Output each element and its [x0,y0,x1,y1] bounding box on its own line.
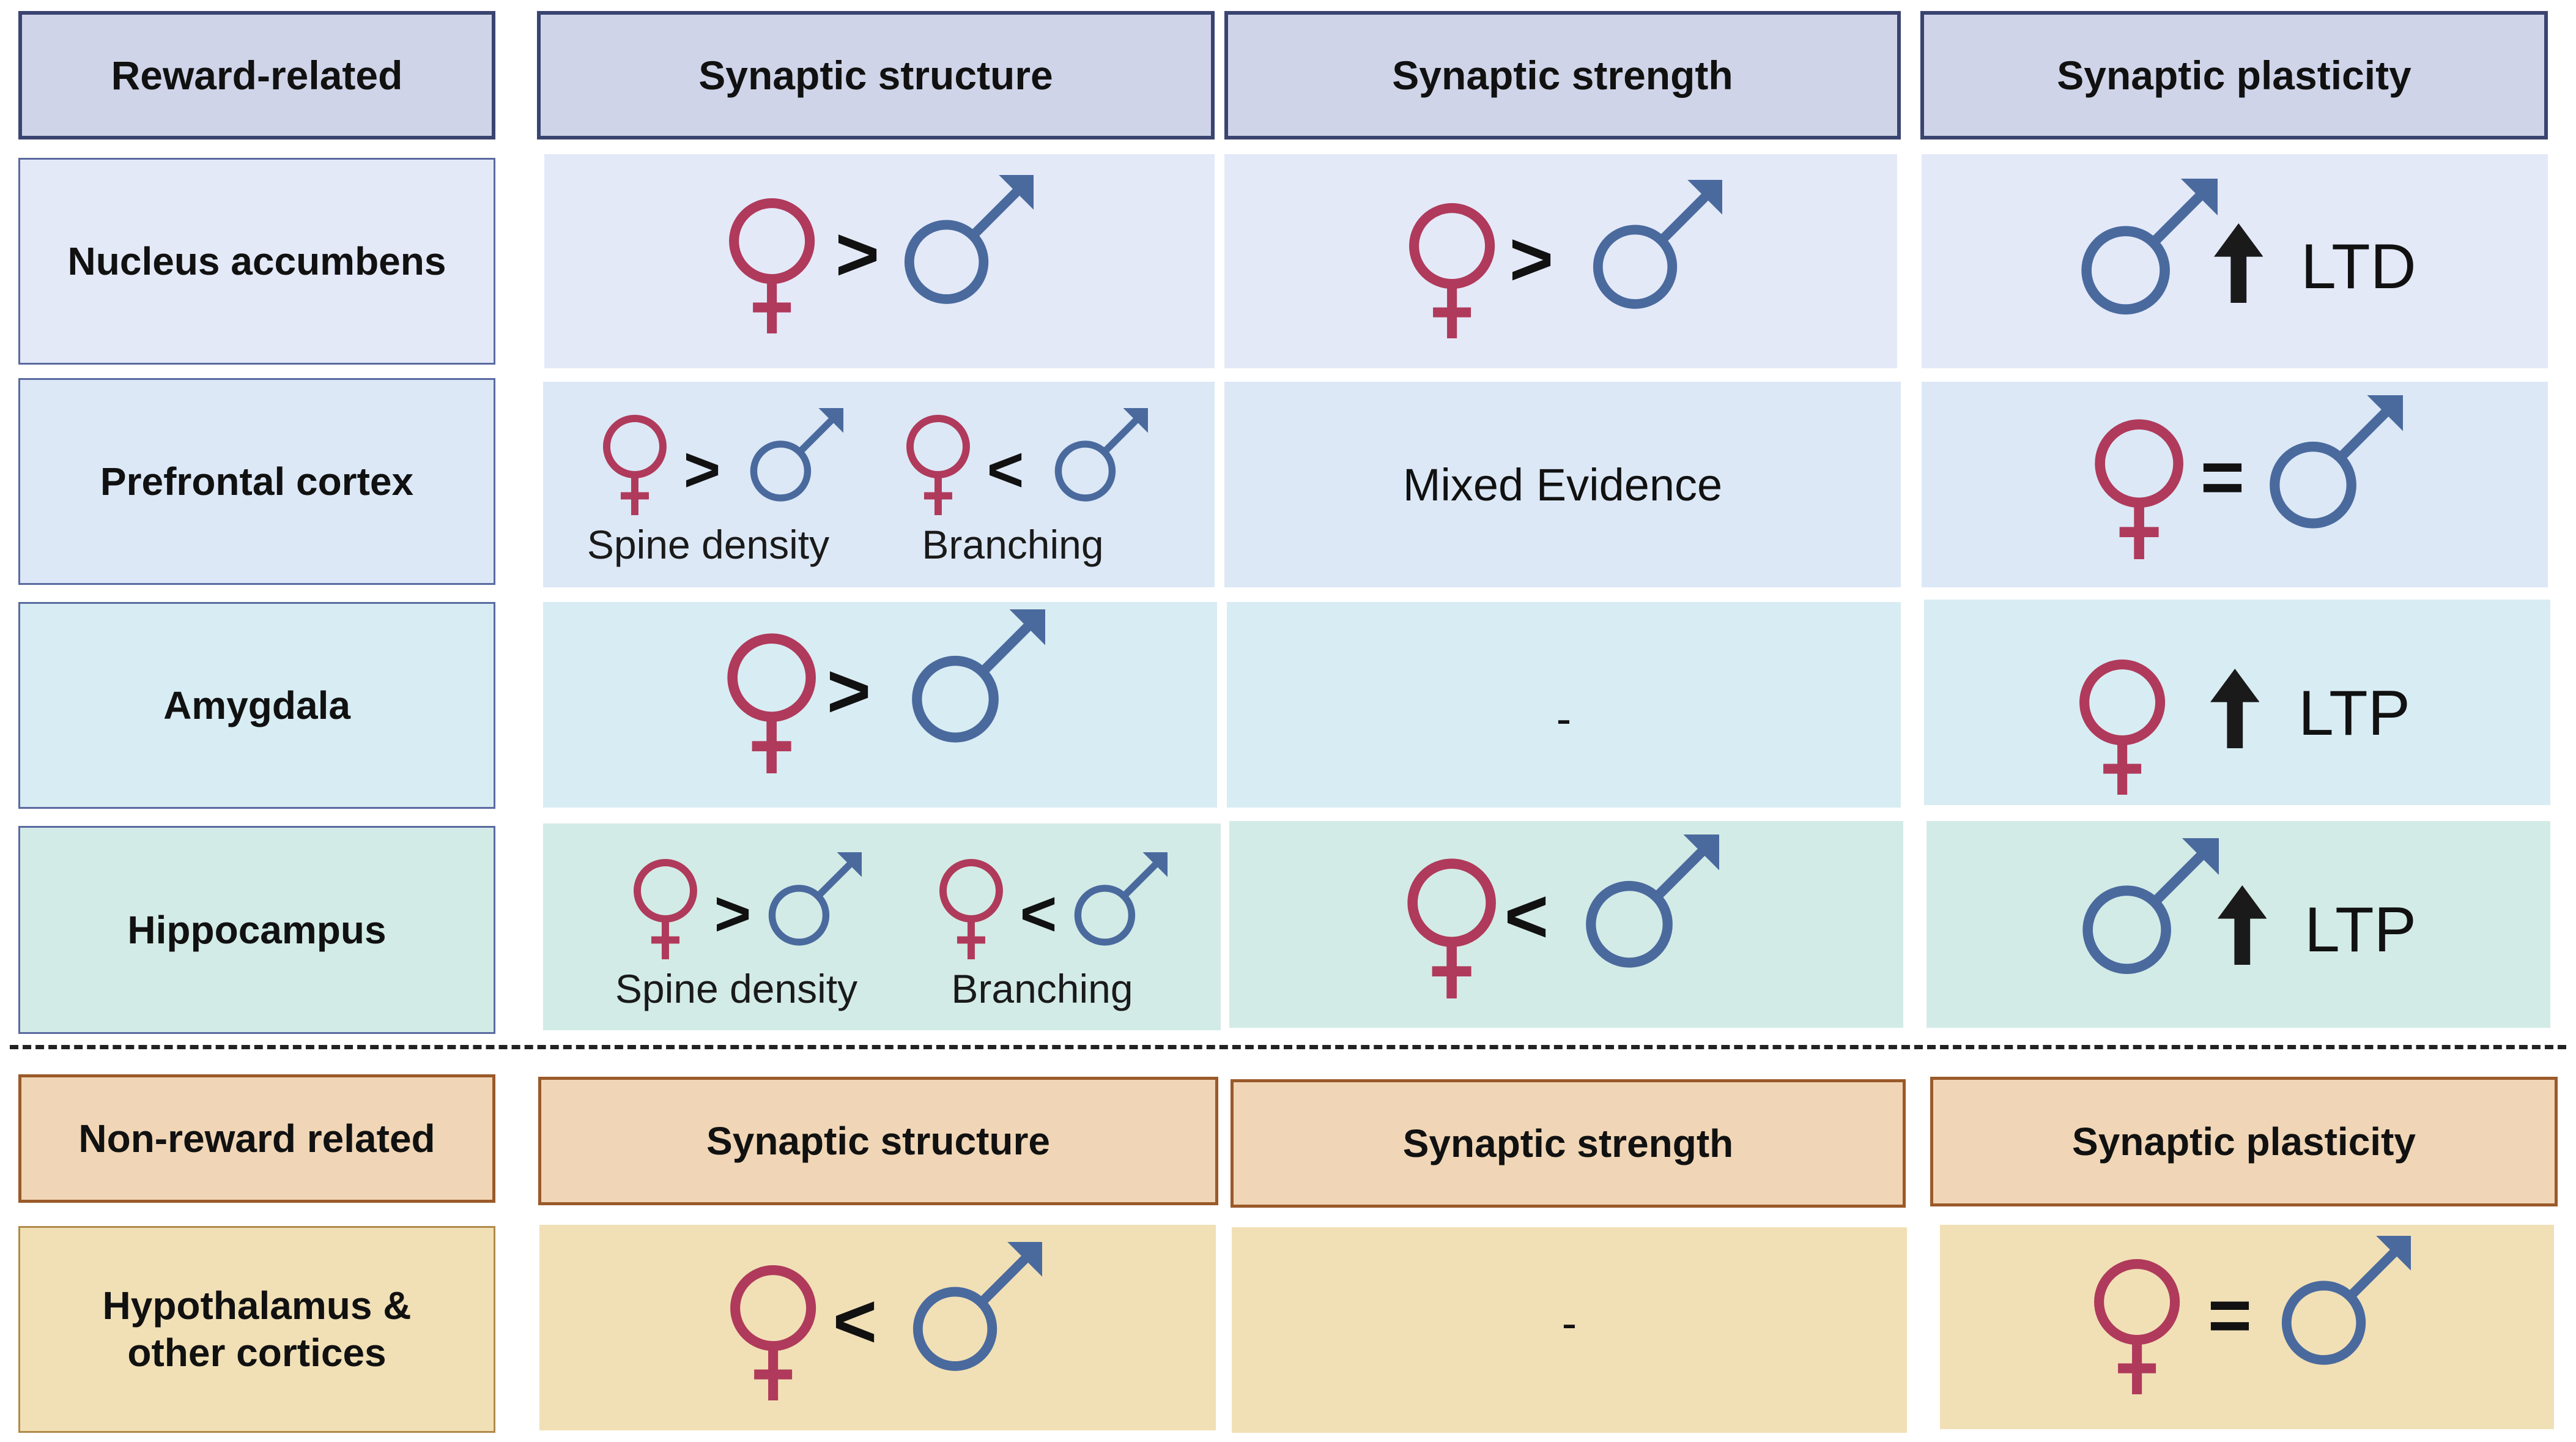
female-symbol-icon [2079,659,2166,795]
male-symbol-icon [768,852,862,946]
up-arrow-icon [2210,669,2260,748]
comparison-operator: < [986,434,1024,505]
row-header-hypothalamus-text: Hypothalamus & other cortices [102,1284,412,1375]
comparison-operator: > [835,212,880,297]
row-header-hypothalamus: Hypothalamus & other cortices [18,1226,495,1433]
comparison-operator: = [2200,435,2245,520]
col-header-synaptic-structure-text: Synaptic structure [698,53,1053,98]
male-symbol-icon [750,408,843,502]
comparison-operator: > [683,434,721,505]
nr-col-header-synaptic-strength: Synaptic strength [1231,1079,1906,1208]
row-header-amygdala: Amygdala [18,602,495,809]
hypothalamus-structure-cell [539,1225,1216,1430]
comparison-operator: > [714,879,752,950]
hippocampus-structure-cell [543,823,1221,1030]
comparison-label: Branching [922,522,1104,567]
comparison-operator: < [1020,879,1057,950]
male-symbol-icon [905,174,1034,304]
hypothalamus-plasticity-cell [1940,1225,2554,1429]
female-symbol-icon [728,198,815,334]
prefrontal-strength-text: Mixed Evidence [1402,459,1723,510]
female-symbol-icon [2095,419,2184,560]
comparison-operator: < [832,1279,878,1364]
male-symbol-icon [1054,408,1148,502]
female-symbol-icon [634,859,697,960]
male-symbol-icon [2270,395,2403,529]
amygdala-structure-cell [543,602,1217,808]
row-header-hippocampus: Hippocampus [18,826,495,1034]
comparison-label: Spine density [587,522,830,567]
female-symbol-icon [603,415,667,516]
hippocampus-strength-cell [1229,821,1903,1028]
male-symbol-icon [1586,834,1719,968]
nucleus-structure-cell [544,154,1215,368]
prefrontal-strength-cell: Mixed Evidence [1224,382,1901,587]
row-header-hippocampus-text: Hippocampus [127,907,387,952]
male-symbol-icon [2082,838,2219,975]
male-symbol-icon [1074,852,1168,946]
comparison-operator: > [826,649,872,734]
row-header-nucleus-accumbens-text: Nucleus accumbens [67,239,446,283]
prefrontal-plasticity-cell [1922,382,2548,587]
plasticity-label: LTP [2304,894,2417,965]
non-reward-related-header: Non-reward related [18,1074,495,1203]
female-symbol-icon [1407,858,1497,999]
row-header-amygdala-text: Amygdala [163,683,350,727]
col-header-synaptic-strength-text: Synaptic strength [1392,53,1733,98]
nr-col-header-synaptic-structure-text: Synaptic structure [706,1119,1050,1163]
female-symbol-icon [906,415,970,516]
comparison-operator: > [1509,217,1554,302]
female-symbol-icon [2093,1258,2180,1395]
up-arrow-icon [2213,223,2263,303]
comparison-operator: = [2207,1273,2252,1358]
female-symbol-icon [727,633,816,774]
col-header-synaptic-structure: Synaptic structure [537,11,1215,139]
amygdala-strength-text: - [1556,693,1572,744]
hypothalamus-strength-text: - [1561,1297,1577,1348]
plasticity-label: LTD [2301,231,2416,302]
female-symbol-icon [939,859,1003,960]
col-header-synaptic-plasticity: Synaptic plasticity [1920,11,2548,139]
male-symbol-icon [1593,179,1723,309]
nucleus-strength-cell [1224,154,1897,368]
nr-col-header-synaptic-plasticity-text: Synaptic plasticity [2072,1120,2416,1164]
male-symbol-icon [2081,179,2218,315]
nr-col-header-synaptic-structure: Synaptic structure [538,1077,1218,1205]
nr-col-header-synaptic-strength-text: Synaptic strength [1402,1121,1734,1165]
comparison-label: Branching [951,966,1133,1011]
male-symbol-icon [913,1241,1043,1371]
non-reward-related-header-text: Non-reward related [78,1117,435,1161]
plasticity-label: LTP [2298,678,2411,749]
comparison-operator: < [1504,874,1549,959]
female-symbol-icon [1408,203,1495,339]
male-symbol-icon [912,609,1045,743]
row-header-prefrontal-cortex-text: Prefrontal cortex [100,459,414,504]
prefrontal-structure-cell [543,382,1215,587]
reward-related-header: Reward-related [18,11,495,139]
row-header-prefrontal-cortex: Prefrontal cortex [18,378,495,585]
row-header-nucleus-accumbens: Nucleus accumbens [18,158,495,365]
female-symbol-icon [730,1265,816,1401]
up-arrow-icon [2217,885,2267,965]
hypothalamus-strength-cell: - [1232,1227,1907,1433]
col-header-synaptic-plasticity-text: Synaptic plasticity [2057,53,2411,98]
comparison-label: Spine density [615,966,858,1011]
reward-related-header-text: Reward-related [111,53,403,98]
amygdala-strength-cell: - [1227,602,1901,808]
col-header-synaptic-strength: Synaptic strength [1224,11,1901,139]
nr-col-header-synaptic-plasticity: Synaptic plasticity [1930,1077,2558,1206]
section-divider [10,1045,2566,1049]
male-symbol-icon [2282,1235,2411,1365]
